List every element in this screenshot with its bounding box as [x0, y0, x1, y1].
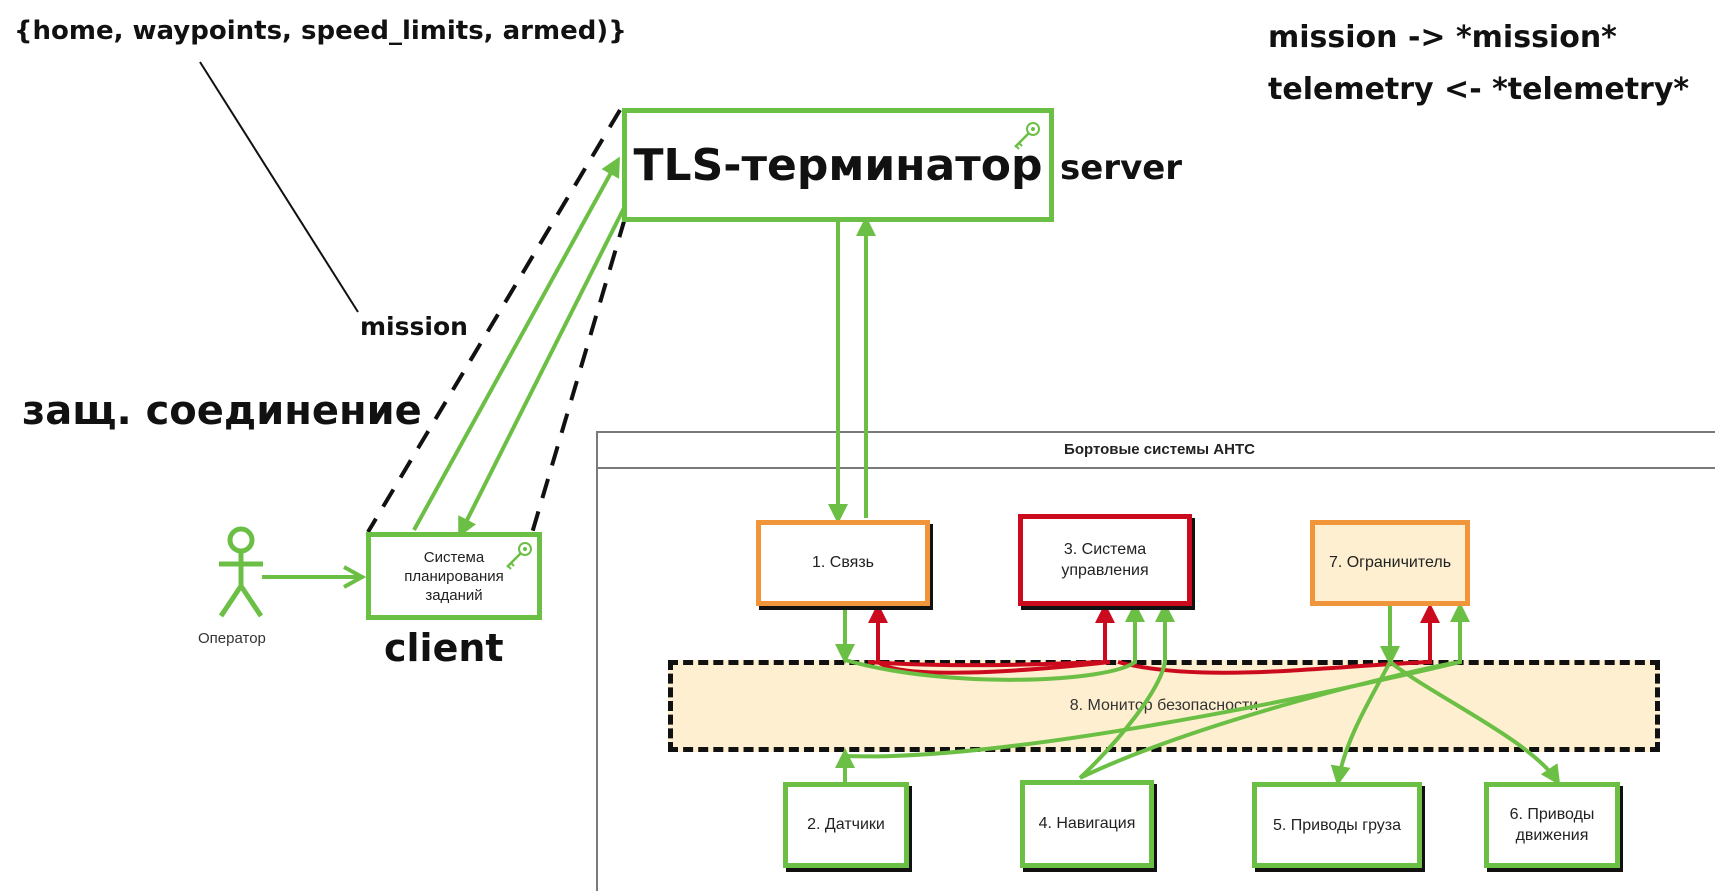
cargo-drives-box[interactable]: 5. Приводы груза: [1252, 782, 1422, 868]
comm-box[interactable]: 1. Связь: [756, 520, 930, 606]
safety-monitor-label: 8. Монитор безопасности: [1069, 697, 1259, 714]
secure-connection-label: защ. соединение: [22, 388, 422, 434]
struct-fields-text: {home, waypoints, speed_limits, armed)}: [14, 16, 627, 46]
key-icon: [1014, 122, 1040, 150]
arrow-tls-to-client: [458, 195, 632, 538]
planning-system-box[interactable]: Система планирования заданий: [366, 532, 542, 620]
mission-leader-line: [199, 61, 359, 313]
control-system-box[interactable]: 3. Система управления: [1018, 514, 1192, 606]
motion-drives-box[interactable]: 6. Приводы движения: [1484, 782, 1620, 868]
green-arrow-nav-to-control: [1078, 602, 1175, 780]
tls-terminator-box[interactable]: TLS-терминатор: [622, 108, 1054, 222]
mission-label: mission: [360, 312, 468, 341]
red-arrow-to-control: [867, 603, 1115, 668]
sensors-box[interactable]: 2. Датчики: [783, 782, 909, 868]
tls-terminator-label: TLS-терминатор: [633, 139, 1043, 191]
cargo-drives-label: 5. Приводы груза: [1272, 816, 1402, 834]
sensors-label: 2. Датчики: [807, 816, 885, 833]
mission-mapping-text: mission -> *mission*: [1268, 20, 1617, 55]
planning-system-label: Система планирования заданий: [404, 548, 504, 604]
telemetry-mapping-text: telemetry <- *telemetry*: [1268, 72, 1690, 107]
green-arrow-to-cargo: [1330, 661, 1392, 786]
client-label: client: [384, 626, 504, 670]
secure-tunnel-left: [366, 108, 622, 534]
red-arrow-to-limiter: [1117, 603, 1440, 675]
control-system-label: 3. Система управления: [1061, 541, 1149, 579]
stick-figure-icon: [218, 526, 264, 618]
green-arrow-to-motion: [1388, 660, 1561, 786]
red-arrow-to-comm: [868, 603, 1111, 675]
frame-title: Бортовые системы АНТС: [598, 433, 1715, 469]
arrow-client-to-tls: [412, 156, 620, 531]
navigation-label: 4. Навигация: [1038, 815, 1136, 832]
server-label: server: [1060, 148, 1183, 188]
motion-drives-label: 6. Приводы движения: [1509, 806, 1595, 844]
operator-label: Оператор: [198, 630, 266, 647]
green-arrow-monitor-to-control: [844, 602, 1145, 682]
comm-label: 1. Связь: [812, 554, 874, 571]
navigation-box[interactable]: 4. Навигация: [1020, 780, 1154, 868]
green-arrow-to-limiter: [1079, 602, 1470, 780]
secure-tunnel-right: [528, 217, 627, 541]
key-icon: [506, 542, 532, 570]
limiter-box[interactable]: 7. Ограничитель: [1310, 520, 1470, 606]
limiter-label: 7. Ограничитель: [1328, 554, 1452, 571]
